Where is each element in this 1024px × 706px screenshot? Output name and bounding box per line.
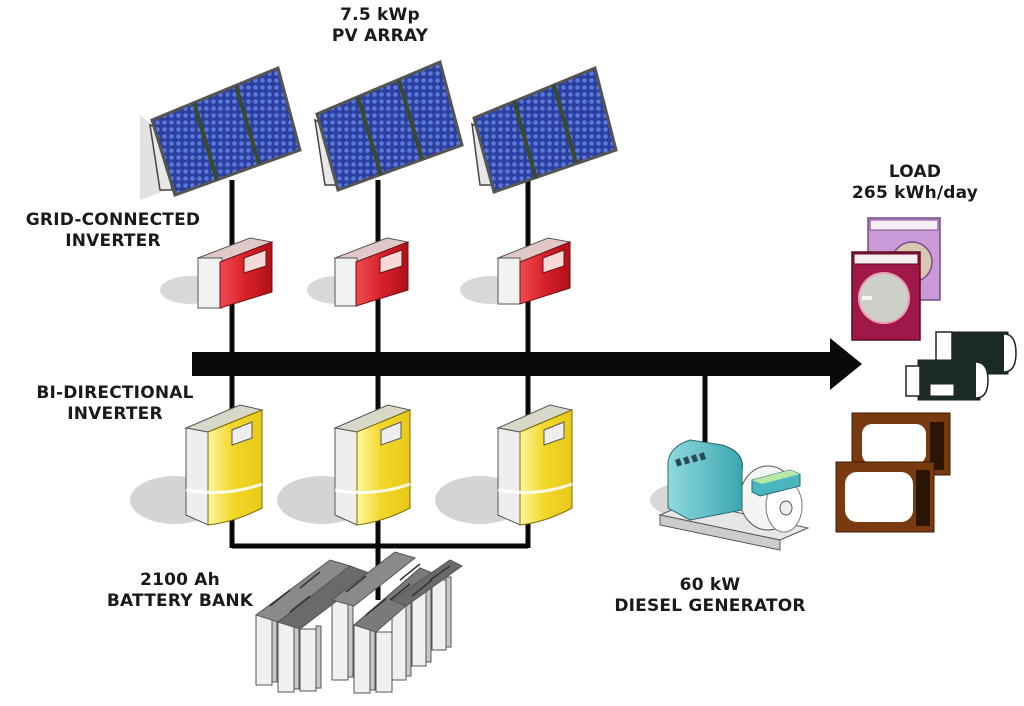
solar-panel-1 xyxy=(140,65,302,200)
grid-inverter-3 xyxy=(460,237,572,305)
bi-inverter-2 xyxy=(277,404,412,526)
pv-array-title: PV ARRAY xyxy=(331,26,429,46)
ac-bus-arrow xyxy=(192,338,862,390)
refrigerator-icon xyxy=(905,331,1017,401)
solar-panel-2 xyxy=(314,59,464,192)
solar-panel-3 xyxy=(471,65,618,194)
television-icon xyxy=(835,412,951,533)
pv-array-rating: 7.5 kWp xyxy=(340,5,420,25)
bi-inverter-title-1: BI-DIRECTIONAL xyxy=(36,383,194,403)
battery-label: 2100 Ah BATTERY BANK xyxy=(95,570,265,612)
bi-inverter-label: BI-DIRECTIONAL INVERTER xyxy=(15,383,215,425)
battery-bank-icon xyxy=(254,551,463,694)
solar-panel-icon xyxy=(315,59,464,192)
grid-inverter-label: GRID-CONNECTED INVERTER xyxy=(8,210,218,252)
grid-inverter-1 xyxy=(160,237,274,309)
generator-rating: 60 kW xyxy=(679,575,741,595)
grid-inverter-title-2: INVERTER xyxy=(65,231,161,251)
battery-title: BATTERY BANK xyxy=(106,591,254,611)
solar-panel-icon xyxy=(472,65,618,194)
pv-array-label: 7.5 kWp PV ARRAY xyxy=(305,5,455,47)
bi-inverter-title-2: INVERTER xyxy=(67,404,163,424)
load-value: 265 kWh/day xyxy=(851,183,979,203)
load-title: LOAD xyxy=(888,162,942,182)
generator-title: DIESEL GENERATOR xyxy=(614,596,806,616)
bi-inverter-1 xyxy=(130,404,264,526)
grid-inverter-title-1: GRID-CONNECTED xyxy=(25,210,201,230)
battery-capacity: 2100 Ah xyxy=(140,570,220,590)
bi-inverter-3 xyxy=(435,404,574,526)
grid-inverter-2 xyxy=(307,237,410,307)
washing-machine-icon xyxy=(851,217,941,341)
wiring xyxy=(229,180,708,600)
load-label: LOAD 265 kWh/day xyxy=(825,162,1005,204)
generator-label: 60 kW DIESEL GENERATOR xyxy=(600,575,820,617)
diesel-generator-icon xyxy=(650,439,810,551)
solar-panel-icon xyxy=(150,65,302,197)
